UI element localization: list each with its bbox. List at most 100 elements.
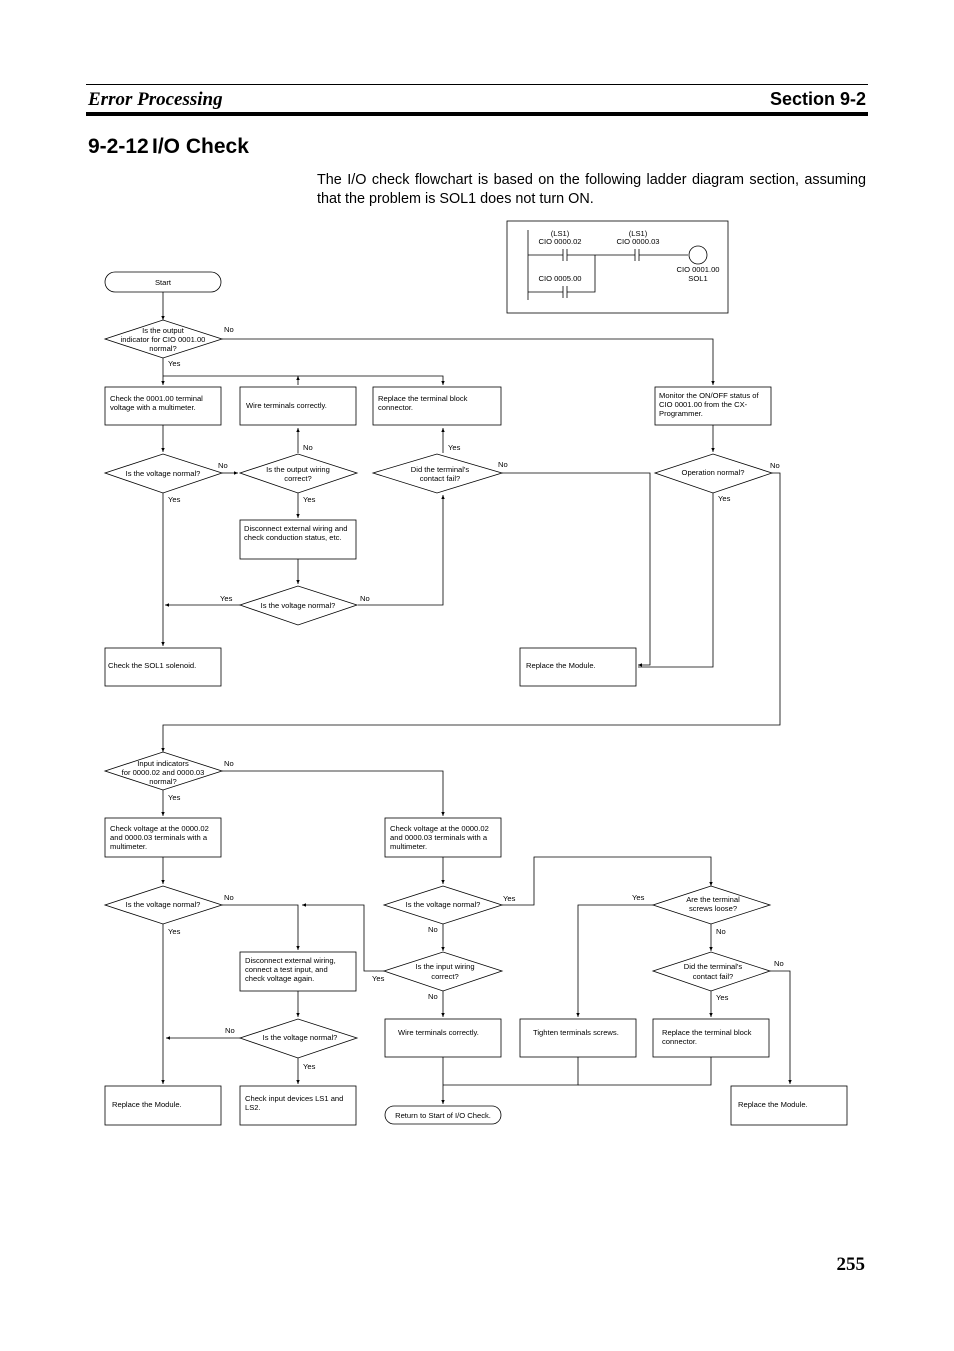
svg-text:Replace the Module.: Replace the Module.	[738, 1100, 808, 1109]
svg-text:Did the terminal's: Did the terminal's	[684, 962, 743, 971]
contact-cio-0005	[562, 286, 568, 298]
svg-text:Start: Start	[155, 278, 172, 287]
svg-text:No: No	[224, 759, 234, 768]
svg-text:Replace the Module.: Replace the Module.	[112, 1100, 182, 1109]
svg-text:No: No	[428, 992, 438, 1001]
box-check-voltage-b: Check voltage at the 0000.02 and 0000.03…	[384, 817, 502, 858]
contact3-addr: CIO 0005.00	[538, 274, 581, 283]
decision-voltage-normal-2: Is the voltage normal?	[238, 585, 359, 626]
svg-text:Wire terminals correctly.: Wire terminals correctly.	[246, 401, 327, 410]
header-rule-bottom	[86, 112, 868, 116]
svg-text:Programmer.: Programmer.	[659, 409, 703, 418]
svg-text:No: No	[774, 959, 784, 968]
svg-text:Disconnect external wiring,: Disconnect external wiring,	[245, 956, 336, 965]
box-monitor-status: Monitor the ON/OFF status of CIO 0001.00…	[654, 386, 772, 426]
svg-text:No: No	[218, 461, 228, 470]
decision-screws-loose: Are the terminal screws loose?	[651, 885, 772, 925]
section-number: 9-2-12	[88, 135, 149, 158]
box-disconnect-wiring: Disconnect external wiring and check con…	[239, 519, 357, 560]
svg-text:Wire terminals correctly.: Wire terminals correctly.	[398, 1028, 479, 1037]
svg-text:Yes: Yes	[168, 359, 181, 368]
box-replace-module-a: Replace the Module.	[104, 1085, 222, 1126]
flow2-branch-labels: No Yes No Yes Yes No Yes No Yes No No Ye…	[168, 759, 784, 1071]
svg-text:No: No	[360, 594, 370, 603]
chapter-title: Error Processing	[88, 89, 223, 110]
svg-text:Is the input wiring: Is the input wiring	[415, 962, 474, 971]
svg-text:indicator for CIO 0001.00: indicator for CIO 0001.00	[121, 335, 206, 344]
svg-text:connect a test input, and: connect a test input, and	[245, 965, 328, 974]
decision-voltage-normal-1: Is the voltage normal?	[103, 453, 224, 494]
svg-text:Replace the terminal block: Replace the terminal block	[662, 1028, 752, 1037]
decision-terminal-contact-2: Did the terminal's contact fail?	[651, 951, 772, 992]
ladder-branch	[528, 255, 596, 293]
decision-voltage-normal-b: Is the voltage normal?	[382, 885, 504, 925]
svg-text:Yes: Yes	[220, 594, 233, 603]
svg-text:contact fail?: contact fail?	[420, 474, 461, 483]
box-check-solenoid: Check the SOL1 solenoid.	[104, 647, 222, 687]
contact1-addr: CIO 0000.02	[538, 237, 581, 246]
box-wire-terminals: Wire terminals correctly.	[239, 386, 357, 426]
svg-text:correct?: correct?	[431, 972, 458, 981]
intro-paragraph: The I/O check flowchart is based on the …	[317, 172, 866, 207]
svg-text:Operation normal?: Operation normal?	[682, 468, 745, 477]
flow1-start: Start	[104, 271, 222, 293]
svg-text:Input indicators: Input indicators	[137, 759, 189, 768]
svg-text:No: No	[224, 325, 234, 334]
svg-text:Yes: Yes	[372, 974, 385, 983]
svg-text:Is the voltage normal?: Is the voltage normal?	[261, 601, 336, 610]
contact-ls1-a	[562, 249, 568, 261]
svg-text:No: No	[770, 461, 780, 470]
svg-text:Yes: Yes	[718, 494, 731, 503]
svg-text:Is the voltage normal?: Is the voltage normal?	[406, 900, 481, 909]
svg-text:screws loose?: screws loose?	[689, 904, 737, 913]
page-number: 255	[836, 1254, 866, 1275]
svg-text:Return to Start of I/O Check.: Return to Start of I/O Check.	[395, 1111, 491, 1120]
coil-label: SOL1	[688, 274, 707, 283]
contact-ls1-b	[634, 249, 640, 261]
svg-text:Yes: Yes	[448, 443, 461, 452]
svg-text:Yes: Yes	[716, 993, 729, 1002]
contact2-addr: CIO 0000.03	[616, 237, 659, 246]
svg-text:Check voltage at the 0000.02: Check voltage at the 0000.02	[390, 824, 489, 833]
svg-text:Yes: Yes	[303, 1062, 316, 1071]
svg-text:multimeter.: multimeter.	[110, 842, 147, 851]
svg-text:No: No	[498, 460, 508, 469]
svg-text:Did the terminal's: Did the terminal's	[411, 465, 470, 474]
svg-text:Are the terminal: Are the terminal	[686, 895, 740, 904]
contact2-label: (LS1)	[629, 229, 648, 238]
svg-text:contact fail?: contact fail?	[693, 972, 734, 981]
svg-text:No: No	[428, 925, 438, 934]
svg-text:and 0000.03 terminals with a: and 0000.03 terminals with a	[390, 833, 488, 842]
box-replace-module-b: Replace the Module.	[730, 1085, 848, 1126]
svg-text:Disconnect external wiring and: Disconnect external wiring and	[244, 524, 347, 533]
svg-text:Tighten terminals screws.: Tighten terminals screws.	[533, 1028, 619, 1037]
svg-text:normal?: normal?	[149, 777, 176, 786]
box-disconnect-test-input: Disconnect external wiring, connect a te…	[239, 951, 357, 992]
svg-text:connector.: connector.	[662, 1037, 697, 1046]
decision-voltage-normal-a: Is the voltage normal?	[103, 885, 224, 925]
svg-text:CIO 0001.00 from the CX-: CIO 0001.00 from the CX-	[659, 400, 748, 409]
decision-input-wiring: Is the input wiring correct?	[382, 951, 504, 992]
header-rule-top	[86, 84, 868, 85]
ladder-diagram: (LS1) CIO 0000.02 (LS1) CIO 0000.03 CIO …	[506, 220, 729, 314]
contact1-label: (LS1)	[551, 229, 570, 238]
decision-voltage-normal-c: Is the voltage normal?	[238, 1018, 359, 1059]
svg-text:Replace the terminal block: Replace the terminal block	[378, 394, 468, 403]
svg-text:and 0000.03 terminals with a: and 0000.03 terminals with a	[110, 833, 208, 842]
svg-text:Monitor the ON/OFF status of: Monitor the ON/OFF status of	[659, 391, 759, 400]
svg-text:Check voltage at the 0000.02: Check voltage at the 0000.02	[110, 824, 209, 833]
svg-text:Yes: Yes	[168, 793, 181, 802]
svg-text:Check the SOL1 solenoid.: Check the SOL1 solenoid.	[108, 661, 196, 670]
decision-output-indicator: Is the output indicator for CIO 0001.00 …	[103, 319, 224, 359]
coil-sol1	[688, 245, 708, 265]
svg-text:for 0000.02 and 0000.03: for 0000.02 and 0000.03	[122, 768, 205, 777]
svg-text:check conduction status, etc.: check conduction status, etc.	[244, 533, 342, 542]
terminal-return-to-start: Return to Start of I/O Check.	[384, 1105, 502, 1125]
svg-text:Yes: Yes	[503, 894, 516, 903]
svg-text:multimeter.: multimeter.	[390, 842, 427, 851]
svg-text:No: No	[303, 443, 313, 452]
svg-text:Yes: Yes	[303, 495, 316, 504]
svg-text:connector.: connector.	[378, 403, 413, 412]
svg-text:Check input devices LS1 and: Check input devices LS1 and	[245, 1094, 343, 1103]
